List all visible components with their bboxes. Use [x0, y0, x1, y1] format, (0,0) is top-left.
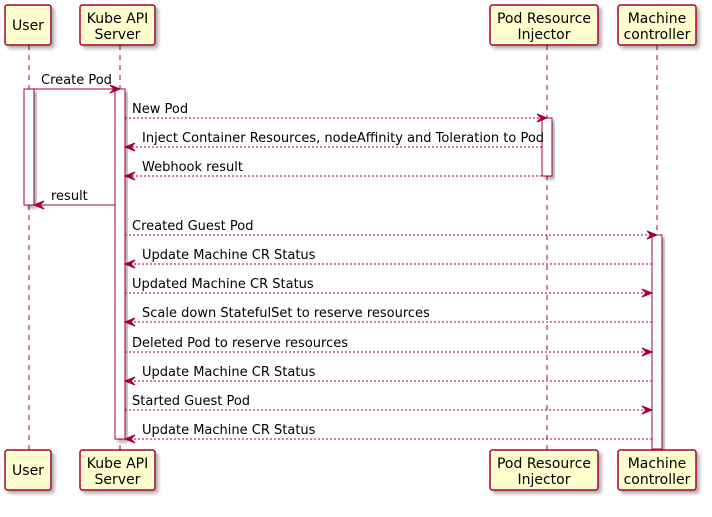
- participant-box: [4, 4, 52, 46]
- activation-bar-user: [23, 88, 35, 206]
- message-label: Created Guest Pod: [132, 219, 253, 234]
- message-7: Updated Machine CR Status: [125, 277, 654, 298]
- message-arrow-head: [109, 84, 122, 94]
- message-label: Inject Container Resources, nodeAffinity…: [142, 131, 544, 146]
- message-0: Create Pod: [34, 73, 122, 94]
- message-arrow-head: [646, 230, 659, 240]
- message-arrow-head: [641, 405, 654, 415]
- message-3: Webhook result: [123, 160, 542, 181]
- message-11: Started Guest Pod: [125, 394, 654, 415]
- participant-label: User: [12, 463, 44, 479]
- participant-box: [4, 449, 52, 491]
- message-1: New Pod: [125, 102, 549, 123]
- participant-box: [79, 4, 156, 46]
- message-5: Created Guest Pod: [125, 219, 659, 240]
- message-label: Update Machine CR Status: [142, 423, 316, 438]
- participant-label: Kube API: [87, 11, 148, 27]
- participant-label: Server: [95, 472, 141, 488]
- activation-bar-kube-api-server: [114, 88, 126, 440]
- message-arrow-head: [123, 142, 136, 152]
- message-arrow-head: [641, 288, 654, 298]
- participant-label: Injector: [517, 27, 570, 43]
- message-label: Update Machine CR Status: [142, 248, 316, 263]
- participant-user-top: User: [4, 4, 52, 46]
- message-4: result: [32, 189, 115, 210]
- message-9: Deleted Pod to reserve resources: [125, 336, 654, 357]
- participant-label: Pod Resource: [497, 456, 591, 472]
- participant-label: controller: [624, 472, 691, 488]
- message-arrow-head: [123, 376, 136, 386]
- message-arrow-head: [123, 434, 136, 444]
- participant-label: Machine: [628, 11, 687, 27]
- message-12: Update Machine CR Status: [123, 423, 652, 444]
- message-label: Webhook result: [142, 160, 243, 175]
- participant-box: [617, 449, 697, 491]
- message-2: Inject Container Resources, nodeAffinity…: [123, 131, 544, 152]
- activation-bar-pod-resource-injector: [541, 117, 553, 177]
- message-arrow-head: [536, 113, 549, 123]
- message-arrow-head: [123, 171, 136, 181]
- participant-label: Machine: [628, 456, 687, 472]
- message-arrow-head: [123, 259, 136, 269]
- message-arrow-head: [123, 317, 136, 327]
- participant-label: controller: [624, 27, 691, 43]
- message-label: Create Pod: [41, 73, 112, 88]
- participant-box: [489, 449, 599, 491]
- participant-box: [617, 4, 697, 46]
- participant-label: Kube API: [87, 456, 148, 472]
- message-label: Deleted Pod to reserve resources: [132, 336, 348, 351]
- message-label: Update Machine CR Status: [142, 365, 316, 380]
- message-arrow-head: [641, 347, 654, 357]
- message-label: Updated Machine CR Status: [132, 277, 314, 292]
- message-arrow-head: [32, 200, 45, 210]
- message-6: Update Machine CR Status: [123, 248, 652, 269]
- message-8: Scale down StatefulSet to reserve resour…: [123, 306, 652, 327]
- message-label: Scale down StatefulSet to reserve resour…: [142, 306, 430, 321]
- participant-label: Injector: [517, 472, 570, 488]
- message-label: Started Guest Pod: [132, 394, 250, 409]
- participant-box: [489, 4, 599, 46]
- participant-label: Pod Resource: [497, 11, 591, 27]
- message-10: Update Machine CR Status: [123, 365, 652, 386]
- participant-user-bottom: User: [4, 449, 52, 491]
- participant-label: User: [12, 18, 44, 34]
- participant-box: [79, 449, 156, 491]
- message-label: New Pod: [132, 102, 188, 117]
- participant-label: Server: [95, 27, 141, 43]
- activation-bar-machine-controller: [651, 234, 663, 450]
- message-label: result: [51, 189, 88, 204]
